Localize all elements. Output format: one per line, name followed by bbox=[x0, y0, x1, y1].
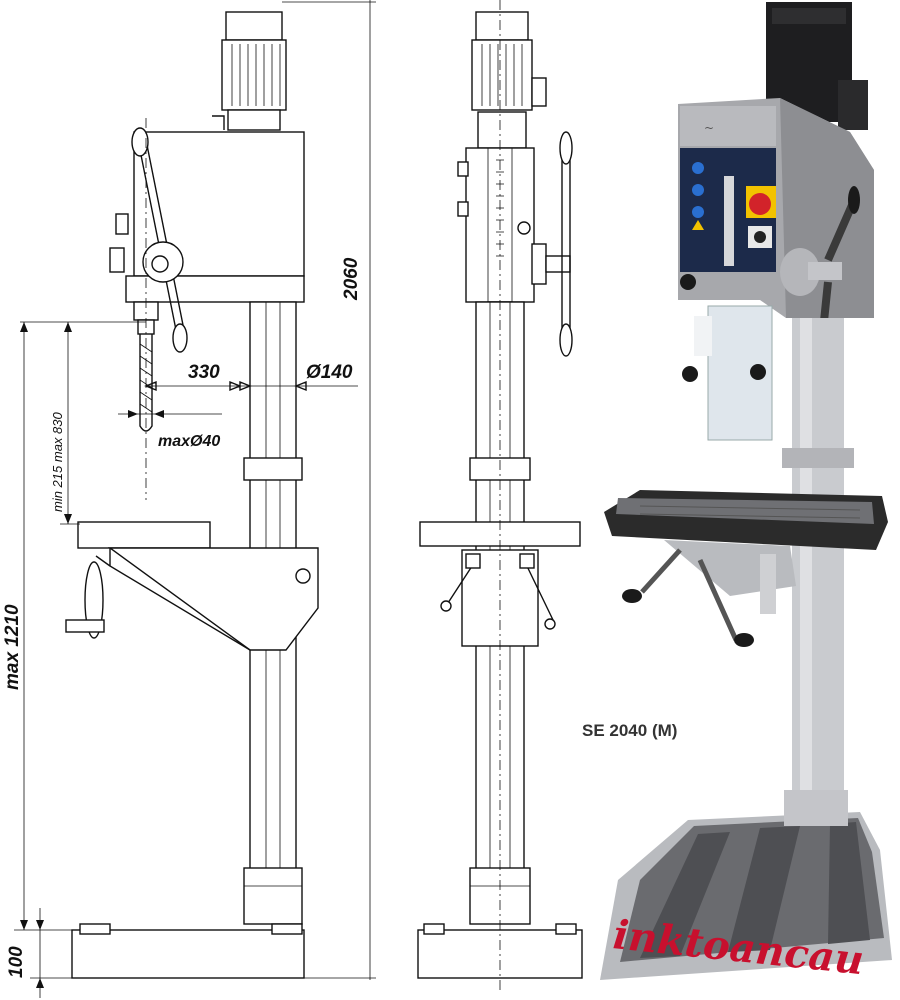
dim-base-height: 100 bbox=[6, 946, 27, 978]
dim-max-drill: maxØ40 bbox=[158, 433, 220, 450]
dim-column-diameter: Ø140 bbox=[306, 362, 353, 383]
machine-photo: ~ bbox=[600, 2, 892, 980]
svg-text:~: ~ bbox=[704, 121, 714, 135]
model-label: SE 2040 (M) bbox=[582, 721, 677, 740]
dim-spindle-range: min 215 max 830 bbox=[50, 412, 65, 512]
front-view-drawing bbox=[417, 0, 583, 990]
dim-overall-height: 2060 bbox=[341, 257, 362, 301]
dim-reach: 330 bbox=[188, 362, 220, 383]
side-view-drawing bbox=[65, 11, 319, 979]
dim-max-table-height: max 1210 bbox=[2, 604, 23, 690]
emergency-stop-button bbox=[749, 193, 771, 215]
dimension-lines bbox=[14, 0, 376, 998]
